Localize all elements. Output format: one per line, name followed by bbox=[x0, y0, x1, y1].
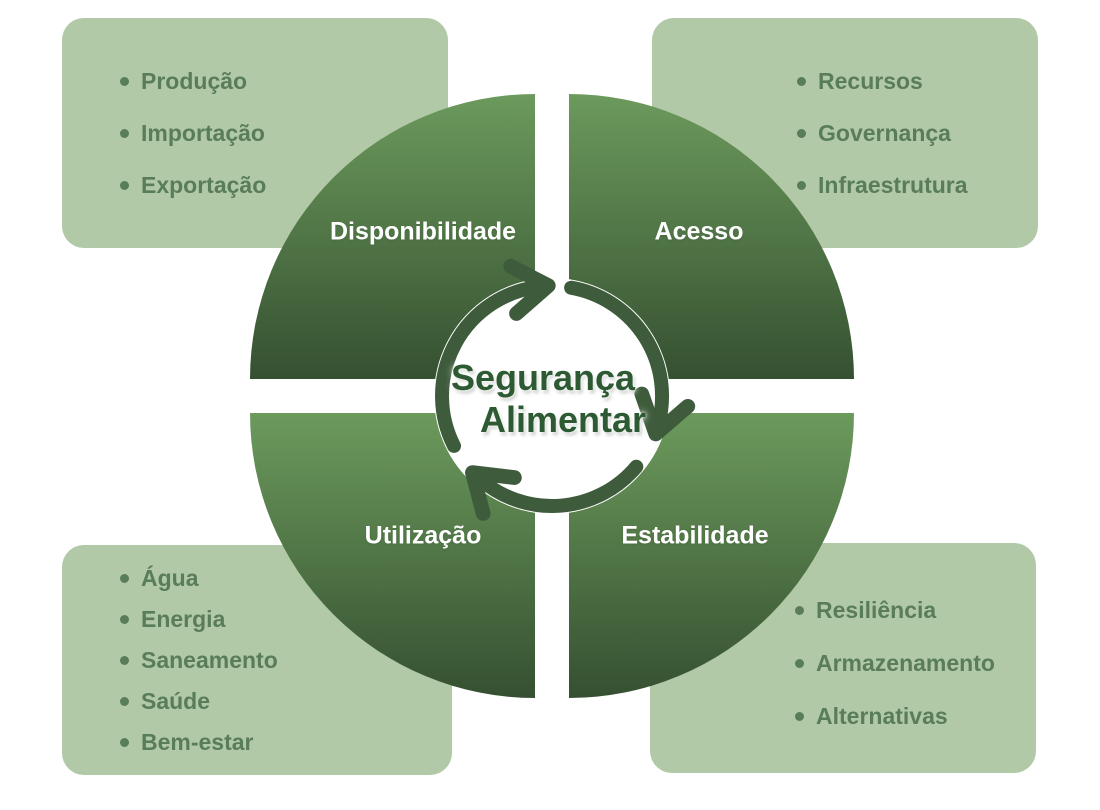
estabilidade-item-list: Resiliência Armazenamento Alternativas bbox=[795, 553, 1036, 773]
bullet-icon bbox=[795, 711, 804, 721]
bullet-icon bbox=[120, 180, 129, 190]
cycle-arrows-icon bbox=[435, 258, 696, 521]
list-item-label: Exportação bbox=[141, 172, 267, 198]
info-box-utilizacao: Água Energia Saneamento Saúde Bem-estar bbox=[62, 545, 452, 775]
acesso-item-list: Recursos Governança Infraestrutura bbox=[797, 18, 1038, 248]
quadrant-label-acesso: Acesso bbox=[654, 217, 744, 246]
list-item-label: Saneamento bbox=[141, 647, 278, 673]
bullet-icon bbox=[120, 573, 129, 583]
list-item: Resiliência bbox=[795, 596, 1036, 624]
bullet-icon bbox=[797, 180, 806, 190]
bullet-icon bbox=[795, 605, 804, 615]
list-item-label: Resiliência bbox=[816, 597, 937, 623]
list-item: Água bbox=[120, 564, 452, 592]
list-item: Energia bbox=[120, 605, 452, 633]
quadrant-label-estabilidade: Estabilidade bbox=[621, 521, 769, 550]
list-item: Alternativas bbox=[795, 702, 1036, 730]
info-box-disponibilidade: Produção Importação Exportação bbox=[62, 18, 448, 248]
quadrant-shape-disponibilidade bbox=[250, 94, 535, 379]
list-item-label: Energia bbox=[141, 606, 226, 632]
quadrant-shape-acesso bbox=[569, 94, 854, 379]
bullet-icon bbox=[120, 696, 129, 706]
list-item: Armazenamento bbox=[795, 649, 1036, 677]
list-item: Produção bbox=[120, 67, 448, 95]
list-item: Infraestrutura bbox=[797, 171, 1038, 199]
list-item: Importação bbox=[120, 119, 448, 147]
list-item-label: Infraestrutura bbox=[818, 172, 968, 198]
diagram-title: Segurança Alimentar bbox=[451, 357, 646, 441]
list-item-label: Armazenamento bbox=[816, 650, 995, 676]
list-item: Saneamento bbox=[120, 646, 452, 674]
quadrant-label-utilizacao: Utilização bbox=[364, 521, 482, 550]
disponibilidade-item-list: Produção Importação Exportação bbox=[120, 18, 448, 248]
center-disc bbox=[434, 278, 670, 514]
list-item-label: Governança bbox=[818, 120, 951, 146]
list-item-label: Saúde bbox=[141, 688, 211, 714]
bullet-icon bbox=[120, 76, 129, 86]
bullet-icon bbox=[795, 658, 804, 668]
bullet-icon bbox=[120, 128, 129, 138]
diagram-title-line2: Alimentar bbox=[479, 399, 647, 440]
bullet-icon bbox=[120, 614, 129, 624]
list-item-label: Produção bbox=[141, 68, 248, 94]
list-item: Exportação bbox=[120, 171, 448, 199]
bullet-icon bbox=[120, 737, 129, 747]
quadrant-label-disponibilidade: Disponibilidade bbox=[329, 217, 517, 246]
bullet-icon bbox=[797, 128, 806, 138]
quadrant-shape-estabilidade bbox=[569, 413, 854, 698]
list-item-label: Bem-estar bbox=[141, 729, 254, 755]
list-item-label: Água bbox=[141, 565, 199, 591]
list-item-label: Alternativas bbox=[816, 703, 948, 729]
diagram-title-line1: Segurança bbox=[450, 357, 636, 398]
list-item: Bem-estar bbox=[120, 728, 452, 756]
bullet-icon bbox=[120, 655, 129, 665]
utilizacao-item-list: Água Energia Saneamento Saúde Bem-estar bbox=[120, 545, 452, 775]
list-item: Recursos bbox=[797, 67, 1038, 95]
bullet-icon bbox=[797, 76, 806, 86]
list-item-label: Recursos bbox=[818, 68, 923, 94]
quadrant-shape-utilizacao bbox=[250, 413, 535, 698]
list-item-label: Importação bbox=[141, 120, 265, 146]
list-item: Saúde bbox=[120, 687, 452, 715]
list-item: Governança bbox=[797, 119, 1038, 147]
